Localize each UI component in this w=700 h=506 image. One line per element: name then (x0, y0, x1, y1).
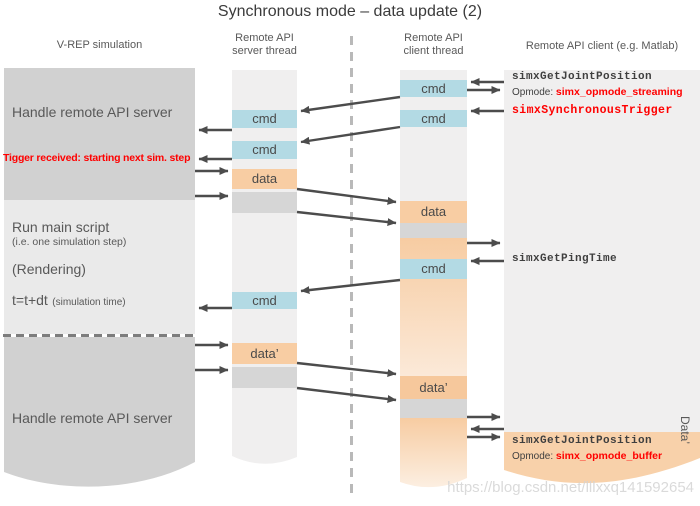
client-app-panel (504, 70, 700, 432)
server-client-arrows (296, 95, 401, 403)
rendering-label: (Rendering) (12, 261, 86, 277)
server-header-line1: Remote API (235, 32, 294, 44)
opmode-label-2: Opmode: (512, 451, 554, 462)
opmode-buffer-value: simx_opmode_buffer (555, 450, 663, 462)
time-step-sublabel: (simulation time) (52, 297, 126, 308)
trigger-received-note: Tigger received: starting next sim. step (3, 152, 191, 164)
opmode-label: Opmode: (512, 87, 554, 98)
segment-server-data-1: data (232, 169, 297, 189)
segment-server-gray-2 (232, 367, 297, 388)
watermark: https://blog.csdn.net/lllxxq141592654 (447, 479, 694, 496)
time-step-label: t=t+dt (simulation time) (12, 292, 126, 310)
segment-client-gray-1 (400, 223, 467, 238)
segment-server-gray-1 (232, 192, 297, 213)
client-thread-column-header: Remote API client thread (381, 32, 486, 58)
run-main-script-sublabel: (i.e. one simulation step) (12, 236, 127, 248)
run-main-script-label: Run main script (12, 219, 110, 235)
vrep-handle-box-1 (4, 68, 195, 200)
client-header-line2: client thread (403, 45, 464, 57)
segment-client-cmd-3: cmd (400, 259, 467, 279)
segment-client-data-2: data’ (400, 376, 467, 399)
time-step-formula: t=t+dt (12, 292, 48, 308)
segment-server-cmd-3: cmd (232, 292, 297, 309)
segment-server-cmd-1: cmd (232, 110, 297, 128)
server-header-line2: server thread (232, 45, 297, 57)
opmode-streaming-value: simx_opmode_streaming (555, 86, 683, 98)
vrep-mainscript-box (4, 200, 195, 334)
client-app-column-header: Remote API client (e.g. Matlab) (525, 40, 679, 52)
simx-synchronous-trigger-label: simxSynchronousTrigger (512, 104, 673, 117)
opmode-streaming-line: Opmode: simx_opmode_streaming (512, 86, 683, 98)
opmode-buffer-line: Opmode: simx_opmode_buffer (512, 450, 662, 462)
segment-client-cmd-1: cmd (400, 80, 467, 97)
server-thread-column-header: Remote API server thread (212, 32, 317, 58)
vrep-column-header: V-REP simulation (56, 39, 143, 51)
simx-get-joint-position-label-2: simxGetJointPosition (512, 435, 653, 447)
segment-server-data-2: data’ (232, 343, 297, 364)
handle-remote-api-server-label-1: Handle remote API server (12, 104, 173, 120)
segment-client-data-1: data (400, 201, 467, 223)
server-vrep-arrows (195, 126, 232, 374)
data-prime-vertical-label: Data’ (678, 416, 692, 445)
segment-server-cmd-2: cmd (232, 141, 297, 159)
client-app-arrows (467, 78, 504, 441)
diagram-title: Synchronous mode – data update (2) (217, 3, 483, 20)
simx-get-joint-position-label: simxGetJointPosition (512, 71, 653, 83)
segment-client-cmd-2: cmd (400, 110, 467, 127)
client-header-line1: Remote API (404, 32, 463, 44)
server-thread-column (232, 70, 297, 474)
segment-client-gray-2 (400, 399, 467, 418)
handle-remote-api-server-label-2: Handle remote API server (12, 410, 173, 426)
simx-get-ping-time-label: simxGetPingTime (512, 253, 618, 265)
